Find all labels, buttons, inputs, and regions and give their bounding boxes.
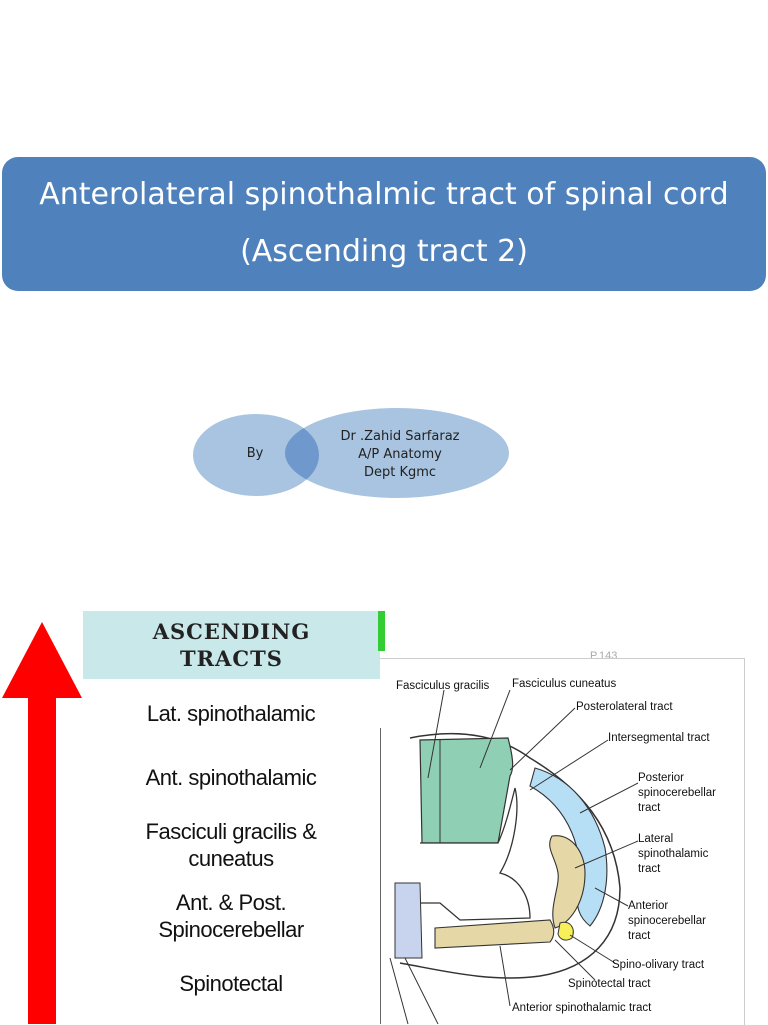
tract-item: Ant. spinothalamic: [145, 765, 317, 790]
venn-left-ellipse: [193, 414, 319, 496]
anterior-spinothalamic-tract: [434, 919, 555, 949]
author-name: Dr .Zahid Sarfaraz: [340, 429, 460, 444]
tract-item: Fasciculi gracilis & cuneatus: [145, 819, 317, 871]
lateral-spinothalamic-tract: [549, 835, 586, 929]
venn-right-ellipse: [285, 408, 509, 498]
posterior-spinocerebellar-tract: [529, 767, 608, 927]
title-banner: Anterolateral spinothalmic tract of spin…: [2, 157, 766, 291]
author-position: A/P Anatomy: [358, 447, 442, 462]
red-up-arrow-icon: [2, 622, 82, 1024]
dorsal-columns: [419, 737, 514, 844]
label-lateral-spinothalamic: Lateral spinothalamic tract: [638, 833, 709, 875]
label-posterolateral-tract: Posterolateral tract: [576, 701, 673, 713]
ascending-tracts-heading: ASCENDING TRACTS: [83, 611, 380, 679]
label-anterior-spinocerebellar: Anterior spinocerebellar tract: [628, 900, 706, 942]
label-intersegmental-tract: Intersegmental tract: [608, 732, 710, 744]
tract-item: Lat. spinothalamic: [146, 701, 316, 726]
author-venn: By Dr .Zahid Sarfaraz A/P Anatomy Dept K…: [190, 408, 520, 503]
page-reference: P.143: [590, 650, 618, 662]
spinal-cord-cross-section: [380, 689, 639, 1024]
title-line-2: (Ascending tract 2): [240, 234, 528, 269]
venn-left-label: By: [246, 446, 264, 461]
author-dept: Dept Kgmc: [363, 465, 437, 480]
heading-accent-bar: [378, 611, 385, 651]
title-line-1: Anterolateral spinothalmic tract of spin…: [39, 177, 729, 212]
label-spinotectal: Spinotectal tract: [568, 978, 651, 990]
venn-right-label: Dr .Zahid Sarfaraz A/P Anatomy Dept Kgmc: [330, 428, 470, 482]
label-fasciculus-cuneatus: Fasciculus cuneatus: [512, 678, 617, 690]
venn-shapes: [193, 408, 509, 498]
spino-olivary-tract: [557, 921, 574, 941]
tract-item: Ant. & Post. Spinocerebellar: [158, 890, 304, 942]
label-posterior-spinocerebellar: Posterior spinocerebellar tract: [638, 772, 716, 814]
label-anterior-spinothalamic: Anterior spinothalamic tract: [512, 1002, 652, 1014]
spinal-cord-diagram-frame: [380, 658, 745, 1025]
label-spino-olivary: Spino-olivary tract: [612, 959, 705, 971]
tract-item: Spinotectal: [179, 971, 283, 996]
label-fasciculus-gracilis: Fasciculus gracilis: [396, 680, 490, 692]
